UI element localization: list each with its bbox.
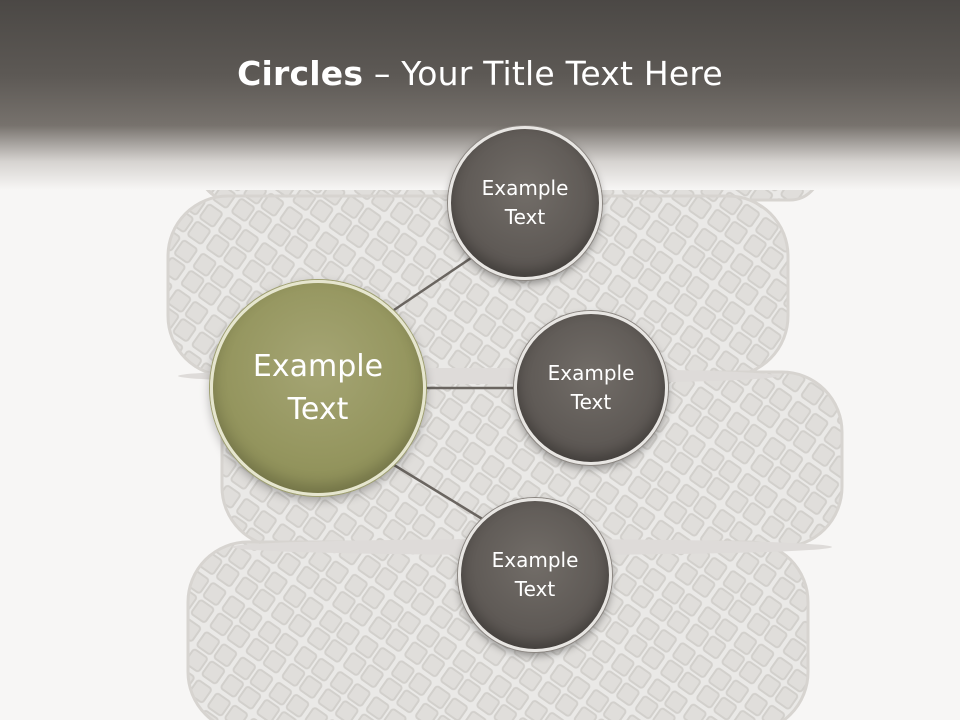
- node-circle-label: Example Text: [491, 548, 579, 601]
- node-circle-bottom[interactable]: Example Text: [458, 498, 612, 652]
- center-circle-label: Example Text: [252, 348, 384, 428]
- node-circle-label: Example Text: [481, 176, 569, 229]
- node-circle-middle[interactable]: Example Text: [514, 311, 668, 465]
- title-bold: Circles: [237, 54, 364, 93]
- node-circle-label: Example Text: [547, 361, 635, 414]
- slide-title: Circles – Your Title Text Here: [0, 54, 960, 93]
- center-circle[interactable]: Example Text: [210, 280, 426, 496]
- title-rest: – Your Title Text Here: [363, 54, 723, 93]
- connector-bottom: [393, 463, 485, 522]
- node-circle-top[interactable]: Example Text: [448, 126, 602, 280]
- connector-top: [393, 254, 475, 312]
